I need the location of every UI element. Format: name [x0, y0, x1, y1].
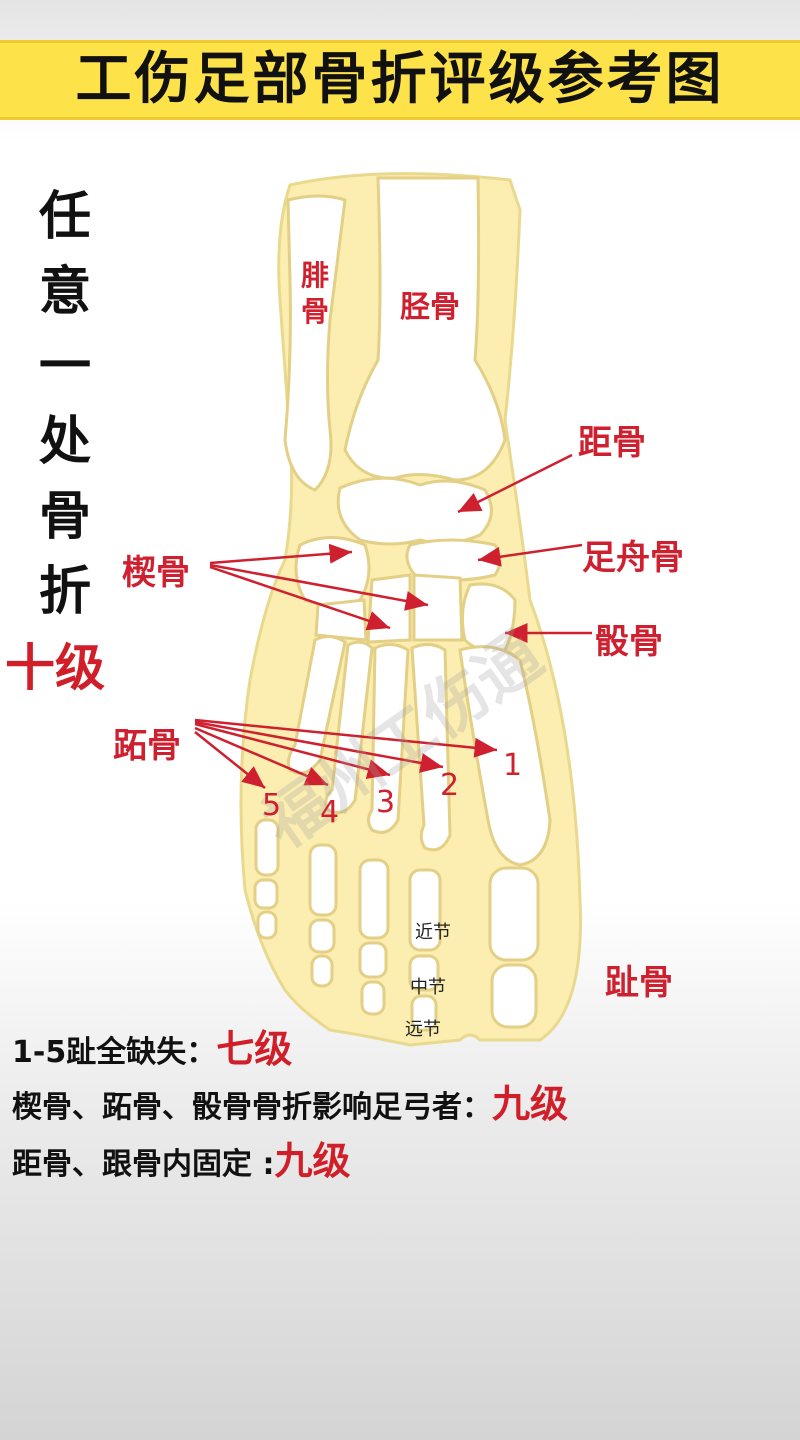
tibia-bone: [343, 176, 507, 482]
toe2-middle-phalanx: [408, 954, 440, 992]
arrow-metatarsal-3: [194, 722, 391, 779]
calcaneus-bone: [294, 536, 371, 607]
rule-text: 距骨、跟骨内固定 :: [12, 1147, 275, 1182]
rule-internal-fixation: 距骨、跟骨内固定 :九级: [12, 1130, 350, 1185]
title-banner: 工伤足部骨折评级参考图: [0, 40, 800, 120]
arrow-navicular: [477, 543, 583, 567]
rule-arch-fracture: 楔骨、跖骨、骰骨骨折影响足弓者：九级: [12, 1073, 568, 1128]
cuneiform-bone-1: [366, 573, 412, 644]
arrow-cuneiform-2: [209, 563, 429, 611]
side-label-any-fracture: 任意一处骨折: [38, 187, 91, 622]
toe4-proximal-phalanx: [308, 843, 338, 917]
metatarsal-4: [324, 640, 374, 814]
page-title: 工伤足部骨折评级参考图: [75, 47, 725, 112]
toe2-proximal-phalanx: [408, 868, 442, 952]
metatarsal-2: [410, 643, 452, 852]
label-navicular: 足舟骨: [582, 538, 684, 578]
label-metatarsal: 跖骨: [113, 726, 181, 766]
side-grade: 十级: [5, 639, 105, 697]
arrow-cuneiform-3: [209, 565, 391, 631]
label-fibula: 腓骨: [300, 259, 329, 328]
arrow-metatarsal-2: [194, 720, 444, 773]
toe5-proximal-phalanx: [254, 818, 280, 877]
label-cuneiform: 楔骨: [122, 553, 190, 593]
toe4-middle-phalanx: [308, 918, 336, 954]
label-talus: 距骨: [578, 423, 646, 463]
label-number-1: 1: [503, 748, 523, 783]
rule-grade: 九级: [492, 1082, 569, 1126]
arrow-cuneiform-1: [209, 543, 353, 565]
talus-bone: [336, 476, 493, 546]
label-arrows: [194, 453, 592, 789]
label-middle-phalanx: 中节: [410, 977, 446, 998]
toe4-distal-phalanx: [310, 954, 334, 988]
rule-text: 1-5趾全缺失：: [12, 1035, 217, 1070]
fibula-bone: [283, 194, 347, 492]
arrow-metatarsal-4: [194, 726, 329, 787]
rule-grade: 九级: [274, 1139, 351, 1183]
cuneiform-bone-2: [412, 573, 464, 642]
rule-grade: 七级: [216, 1027, 293, 1071]
arrow-metatarsal-5: [194, 731, 266, 789]
rule-text: 楔骨、跖骨、骰骨骨折影响足弓者：: [12, 1090, 492, 1125]
label-number-2: 2: [440, 768, 460, 803]
label-number-4: 4: [320, 795, 340, 830]
toe3-middle-phalanx: [358, 941, 388, 979]
label-proximal-phalanx: 近节: [415, 922, 451, 943]
toe1-proximal-phalanx: [488, 866, 540, 962]
rule-toe-loss: 1-5趾全缺失：七级: [12, 1018, 292, 1073]
label-number-3: 3: [376, 785, 396, 820]
label-tibia: 胫骨: [400, 290, 460, 325]
toe3-distal-phalanx: [360, 980, 386, 1016]
label-phalanges: 趾骨: [605, 963, 673, 1003]
toe1-distal-phalanx: [490, 963, 538, 1029]
arrow-metatarsal-1: [194, 718, 498, 758]
arrow-talus: [457, 453, 573, 514]
navicular-bone: [405, 538, 502, 582]
toe5-distal-phalanx: [256, 910, 278, 940]
toe2-distal-phalanx: [410, 994, 438, 1032]
cuneiform-bone-3: [314, 598, 368, 642]
label-number-5: 5: [262, 788, 282, 823]
label-distal-phalanx: 远节: [405, 1019, 441, 1040]
toe5-middle-phalanx: [253, 878, 279, 910]
label-cuboid: 骰骨: [595, 622, 663, 662]
toe3-proximal-phalanx: [358, 858, 390, 940]
